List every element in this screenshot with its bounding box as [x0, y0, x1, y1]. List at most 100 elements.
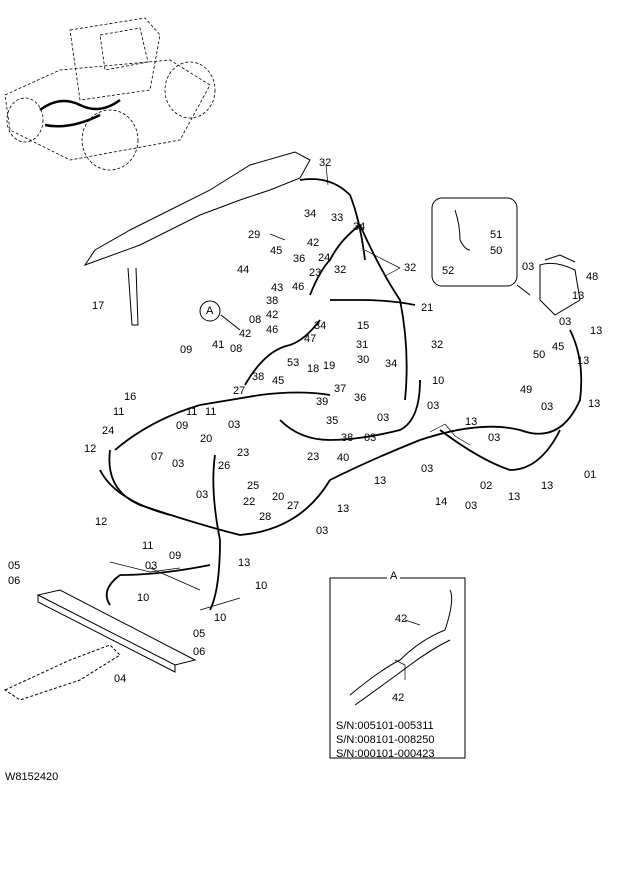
part-label: 03: [364, 432, 377, 444]
part-label: 27: [233, 385, 246, 397]
part-label: 53: [287, 357, 300, 369]
part-label: 05: [193, 628, 206, 640]
part-label: 34: [304, 208, 317, 220]
part-label: 38: [266, 295, 279, 307]
part-label: 03: [522, 261, 535, 273]
part-label: 36: [293, 253, 306, 265]
part-label: 42: [395, 613, 408, 625]
part-label: 13: [588, 398, 601, 410]
part-label: 20: [200, 433, 213, 445]
part-label: 08: [249, 314, 262, 326]
part-label: 15: [357, 320, 370, 332]
part-label: 03: [172, 458, 185, 470]
part-label: 03: [559, 316, 572, 328]
part-label: 03: [488, 432, 501, 444]
serial-number-range: S/N:005101-005311: [336, 720, 434, 732]
part-label: 03: [465, 500, 478, 512]
part-label: 23: [307, 451, 320, 463]
part-label: 04: [114, 673, 127, 685]
part-label: 10: [255, 580, 268, 592]
part-label: 03: [427, 400, 440, 412]
figure-reference: W8152420: [5, 771, 59, 783]
part-label: 16: [124, 391, 137, 403]
part-label: 28: [259, 511, 272, 523]
part-label: 11: [186, 406, 198, 418]
part-label: 19: [323, 360, 336, 372]
bottom-plate: [36, 589, 197, 666]
part-label: 03: [196, 489, 209, 501]
part-label: 13: [374, 475, 387, 487]
part-label: 03: [145, 560, 158, 572]
part-label: 42: [307, 237, 320, 249]
part-label: 32: [319, 157, 332, 169]
part-label: 21: [421, 302, 434, 314]
part-label: 27: [287, 500, 300, 512]
part-label: 03: [228, 419, 241, 431]
part-label: 42: [392, 692, 405, 704]
part-label: 32: [404, 262, 417, 274]
part-label: 45: [272, 375, 285, 387]
part-label: 29: [248, 229, 261, 241]
part-label: 09: [180, 344, 193, 356]
part-label: 34: [314, 320, 327, 332]
part-label: 49: [520, 384, 533, 396]
part-label: 51: [490, 229, 503, 241]
part-label: 44: [237, 264, 250, 276]
part-label: 17: [92, 300, 105, 312]
part-label: 11: [113, 406, 125, 418]
part-label: 33: [331, 212, 344, 224]
part-label: 20: [272, 491, 285, 503]
part-label: 13: [541, 480, 554, 492]
part-label: 42: [239, 328, 252, 340]
part-label: 12: [95, 516, 108, 528]
part-label: 31: [356, 339, 369, 351]
part-label: 41: [212, 339, 225, 351]
part-label: 22: [243, 496, 256, 508]
part-label: 10: [214, 612, 227, 624]
part-label: 03: [421, 463, 434, 475]
part-label: 01: [584, 469, 597, 481]
part-label: 13: [590, 325, 603, 337]
part-label: 13: [572, 290, 585, 302]
part-label: 07: [151, 451, 164, 463]
part-label: 32: [334, 264, 347, 276]
part-label: 32: [431, 339, 444, 351]
part-label: 50: [533, 349, 546, 361]
part-label: 03: [541, 401, 554, 413]
part-label: 13: [238, 557, 251, 569]
part-label: 18: [307, 363, 320, 375]
part-label: 42: [266, 309, 279, 321]
part-label: 40: [337, 452, 350, 464]
part-label: 38: [341, 432, 354, 444]
part-label: 24: [318, 252, 331, 264]
part-label: 13: [465, 416, 478, 428]
part-label: 02: [480, 480, 493, 492]
part-label: 13: [337, 503, 350, 515]
part-label: 34: [353, 221, 366, 233]
part-label: 13: [577, 355, 590, 367]
part-label: 05: [8, 560, 21, 572]
callout-circle: [199, 300, 221, 322]
part-label: 38: [252, 371, 265, 383]
part-label: 09: [176, 420, 189, 432]
part-label: 45: [270, 245, 283, 257]
part-label: 46: [292, 281, 305, 293]
part-label: 06: [193, 646, 206, 658]
part-label: 14: [435, 496, 448, 508]
part-label: 52: [442, 265, 455, 277]
part-label: 03: [377, 412, 390, 424]
part-label: 36: [354, 392, 367, 404]
serial-number-range: S/N:000101-000423: [336, 748, 435, 760]
part-label: 24: [102, 425, 115, 437]
inset-a-title: A: [387, 570, 401, 582]
inset-box-frame: [431, 197, 518, 287]
callout-label-a: A: [206, 305, 214, 317]
part-label: 09: [169, 550, 182, 562]
part-label: 08: [230, 343, 243, 355]
part-label: 23: [309, 267, 322, 279]
part-label: 39: [316, 396, 329, 408]
part-label: 13: [508, 491, 521, 503]
part-label: 03: [316, 525, 329, 537]
